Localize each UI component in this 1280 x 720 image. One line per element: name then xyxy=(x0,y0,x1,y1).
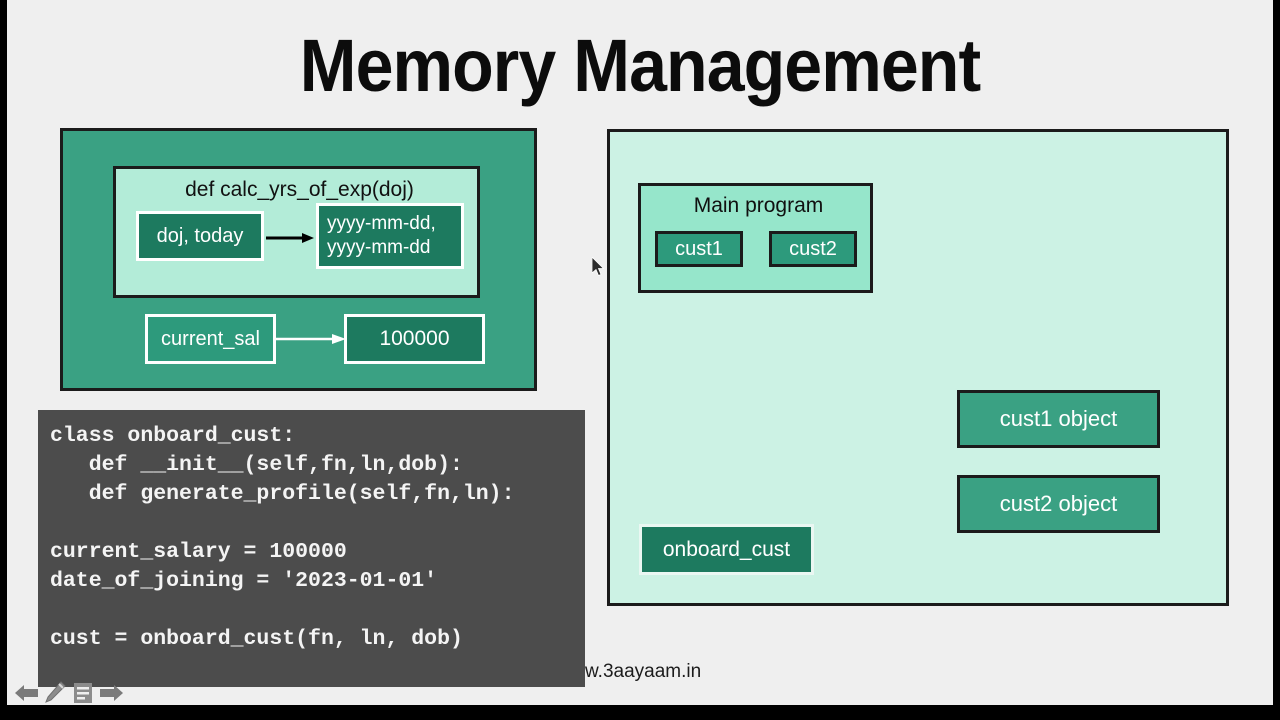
document-icon[interactable] xyxy=(70,682,96,704)
bottom-black-bar xyxy=(0,705,1280,720)
reference-box-cust1: cust1 xyxy=(655,231,743,267)
heap-object-cust1: cust1 object xyxy=(957,390,1160,448)
current-sal-label: current_sal xyxy=(161,327,260,350)
parameter-box: doj, today xyxy=(136,211,264,261)
heap-class-object-onboard-cust: onboard_cust xyxy=(639,524,814,575)
heap-panel: Main program cust1 cust2 cust1 object cu… xyxy=(607,129,1229,606)
function-frame: def calc_yrs_of_exp(doj) doj, today yyyy… xyxy=(113,166,480,298)
heap-object-cust1-label: cust1 object xyxy=(999,406,1118,431)
date-value-line-2: yyyy-mm-dd xyxy=(327,237,431,258)
arrow-right-icon[interactable] xyxy=(98,682,124,704)
code-block: class onboard_cust: def __init__(self,fn… xyxy=(38,410,585,687)
parameter-box-label: doj, today xyxy=(156,224,244,247)
mouse-cursor-icon xyxy=(592,257,605,277)
reference-box-cust2: cust2 xyxy=(769,231,857,267)
arrow-left-icon[interactable] xyxy=(14,682,40,704)
arrow-right-white-icon xyxy=(276,334,346,344)
watermark: w.3aayaam.in xyxy=(585,661,702,682)
main-program-label: Main program xyxy=(693,194,824,217)
slide-canvas: Memory Management def calc_yrs_of_exp(do… xyxy=(7,0,1273,705)
date-value-line-1: yyyy-mm-dd, xyxy=(327,213,436,234)
current-sal-variable-box: current_sal xyxy=(145,314,276,364)
stack-panel: def calc_yrs_of_exp(doj) doj, today yyyy… xyxy=(60,128,537,391)
page-title: Memory Management xyxy=(299,24,981,107)
salary-value-box: 100000 xyxy=(344,314,485,364)
reference-box-cust2-label: cust2 xyxy=(789,237,837,260)
heap-object-cust2: cust2 object xyxy=(957,475,1160,533)
reference-box-cust1-label: cust1 xyxy=(675,237,723,260)
arrow-right-black-icon xyxy=(266,233,314,243)
main-program-box: Main program cust1 cust2 xyxy=(638,183,873,293)
salary-value-label: 100000 xyxy=(379,327,450,350)
function-signature: def calc_yrs_of_exp(doj) xyxy=(185,178,414,201)
date-value-box: yyyy-mm-dd, yyyy-mm-dd xyxy=(316,203,464,269)
pencil-icon[interactable] xyxy=(42,681,68,704)
heap-class-object-label: onboard_cust xyxy=(662,537,791,561)
presenter-toolbar[interactable] xyxy=(14,681,132,705)
code-block-text: class onboard_cust: def __init__(self,fn… xyxy=(50,424,515,651)
heap-object-cust2-label: cust2 object xyxy=(999,491,1118,516)
